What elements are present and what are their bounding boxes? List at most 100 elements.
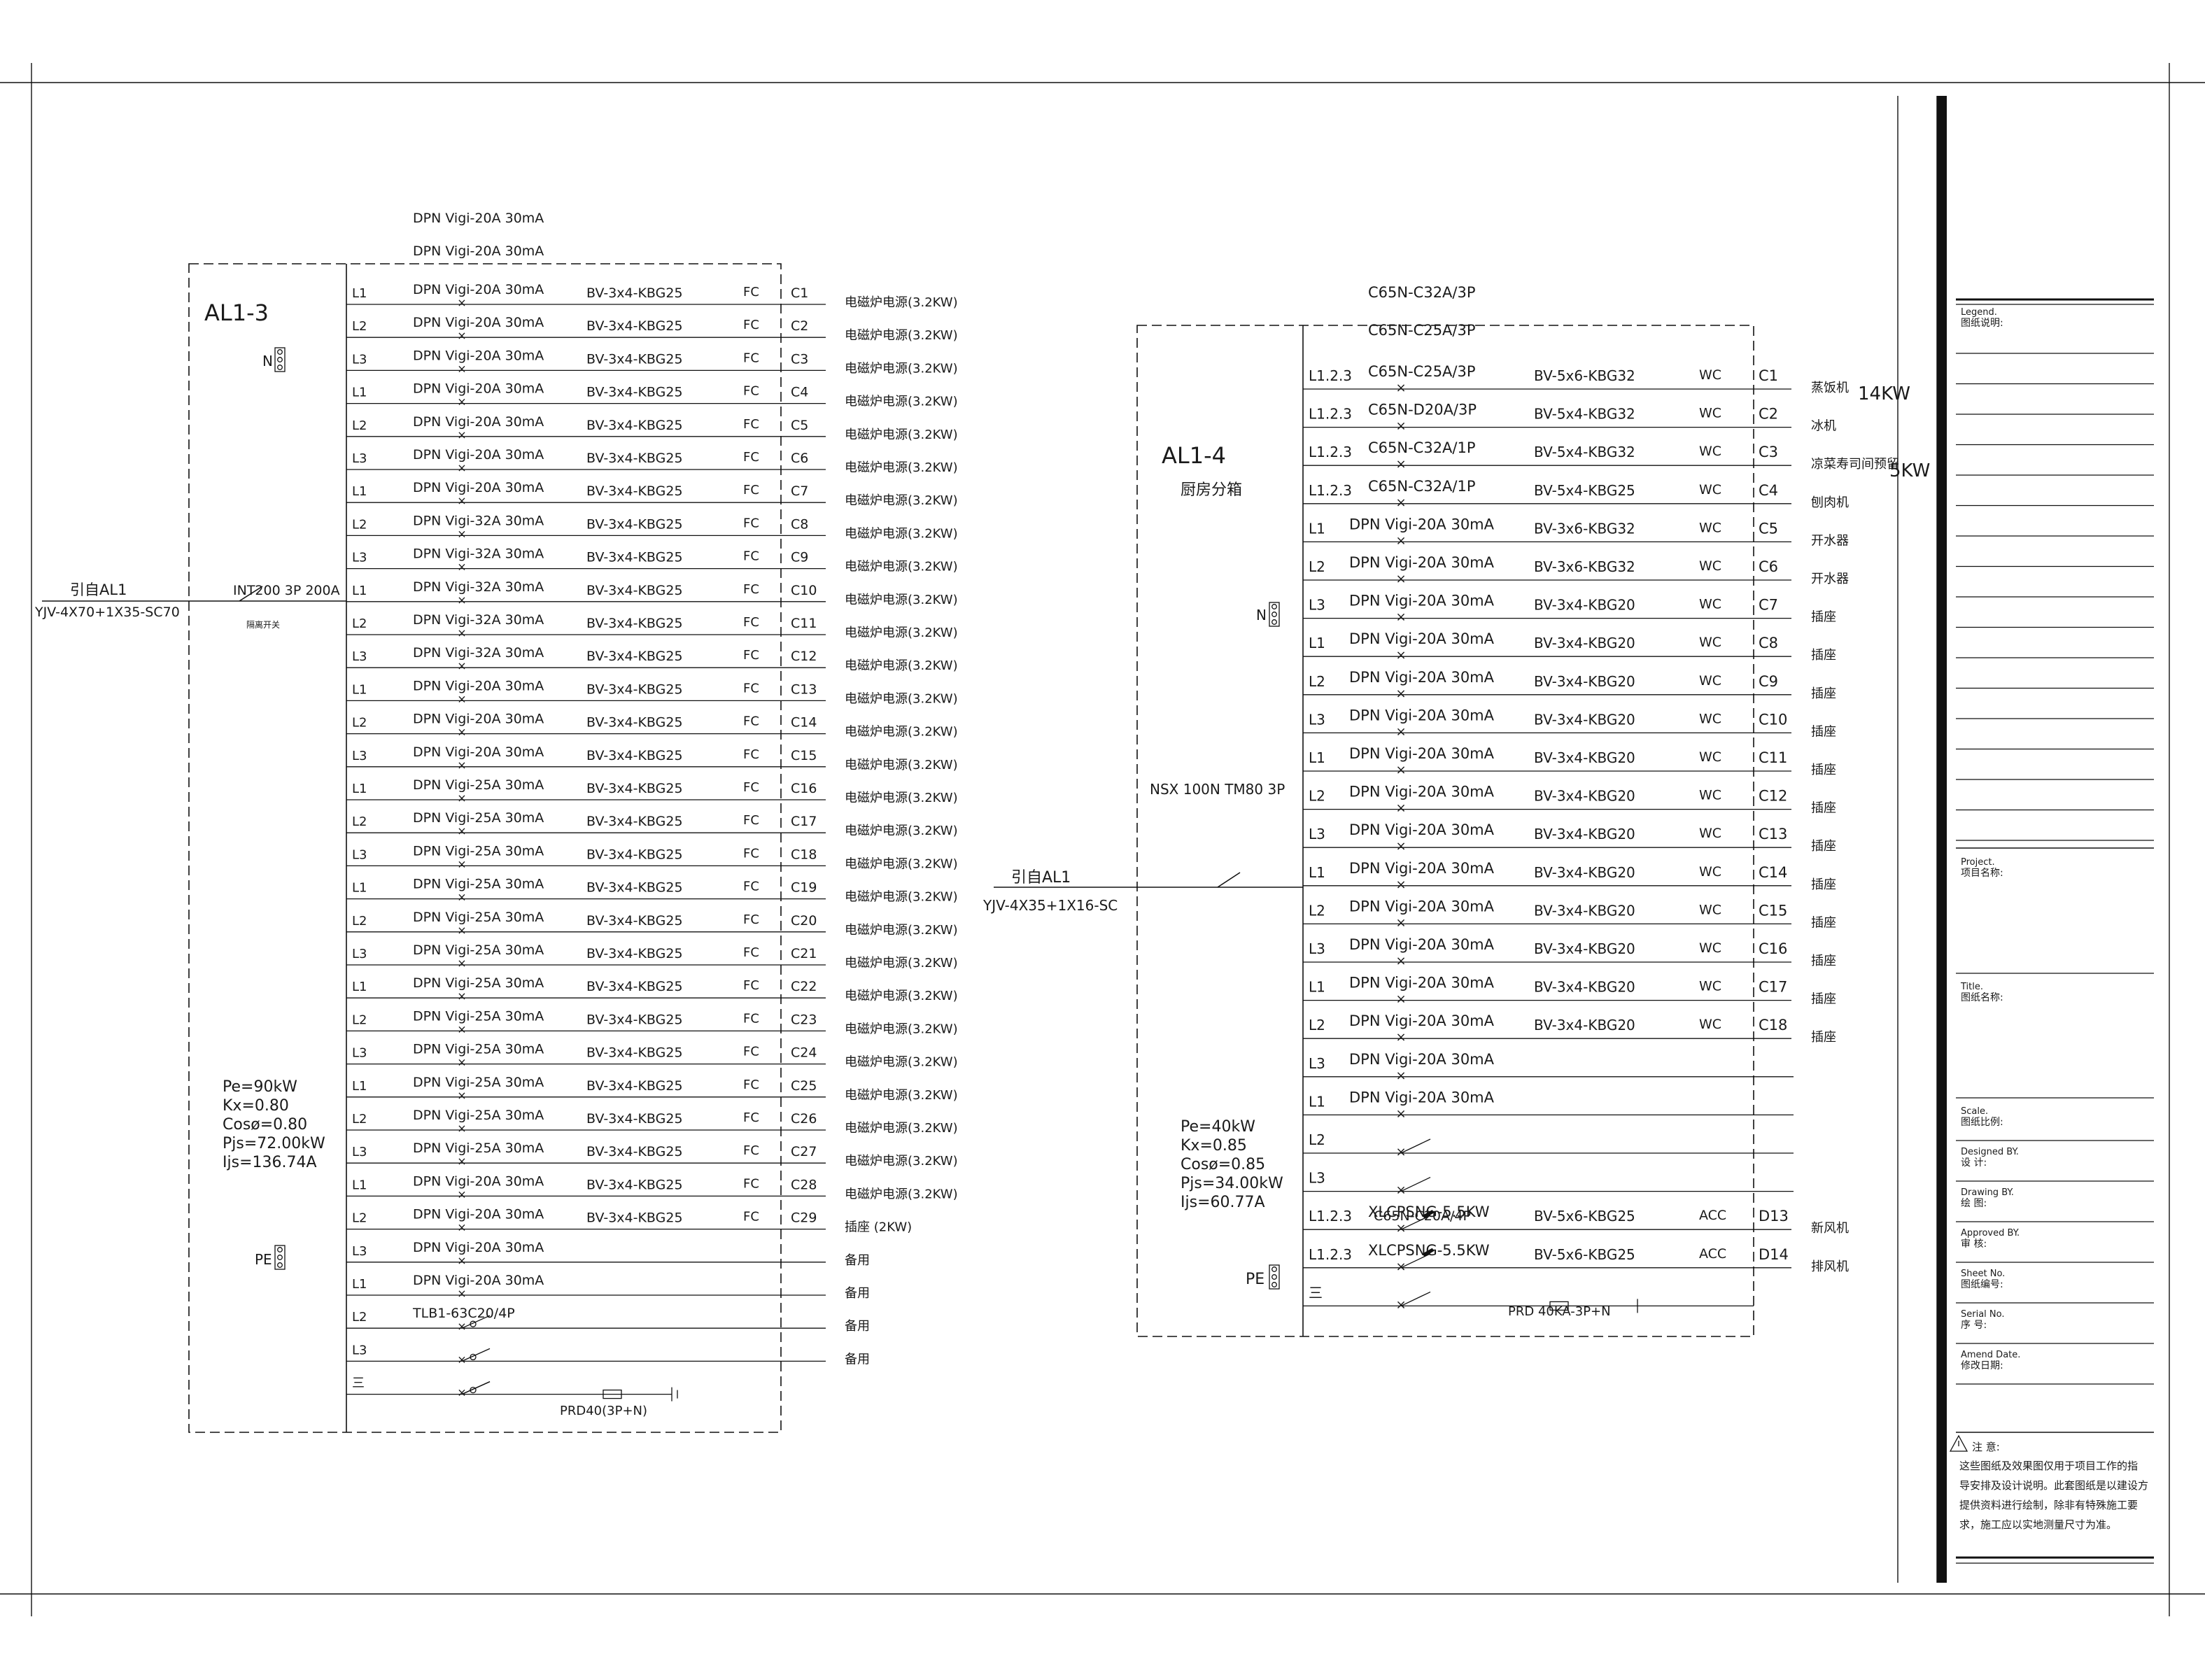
circuit-id: C28: [791, 1177, 817, 1192]
panel-b-top-label-1: C65N-C32A/3P: [1368, 284, 1476, 301]
laying-method: FC: [743, 880, 759, 894]
sheet-frame: [0, 63, 2205, 1616]
load-name: 电磁炉电源(3.2KW): [845, 758, 958, 772]
cable-spec: BV-3x6-KBG32: [1534, 520, 1635, 537]
phase-label: L1: [1309, 749, 1325, 766]
cable-spec: BV-3x4-KBG25: [586, 516, 683, 532]
load-name: 插座: [1811, 839, 1836, 854]
phase-label: L2: [1309, 558, 1325, 575]
phase-label: L1: [352, 584, 367, 598]
circuit-id: C14: [791, 715, 817, 730]
motor-starter-icon: [1422, 1210, 1435, 1219]
circuit-id: C26: [791, 1111, 817, 1127]
breaker-x-icon: ×: [457, 494, 466, 507]
circuit-id: C17: [791, 814, 817, 829]
note-heading: 注 意:: [1972, 1441, 2000, 1453]
breaker-label: DPN Vigi-20A 30mA: [413, 348, 544, 363]
phase-label: L1: [1309, 635, 1325, 651]
breaker-x-icon: ×: [1395, 1259, 1406, 1274]
breaker-label: DPN Vigi-32A 30mA: [413, 579, 544, 595]
panel-a-source: 引自AL1: [70, 581, 127, 598]
breaker-x-icon: ×: [457, 1022, 466, 1036]
phase-label: L1.2.3: [1309, 444, 1352, 460]
laying-method: WC: [1699, 902, 1721, 917]
panel-a-load-summary: Pe=90kW Kx=0.80 Cosø=0.80 Pjs=72.00kW Ij…: [223, 1078, 325, 1171]
breaker-label: DPN Vigi-20A 30mA: [1349, 975, 1495, 991]
breaker-x-icon: ×: [457, 1089, 466, 1102]
phase-label: L2: [1309, 1017, 1325, 1033]
circuit-id: C29: [791, 1210, 817, 1226]
panel-b-pe-label: PE: [1246, 1271, 1264, 1288]
circuit-id: C12: [791, 649, 817, 664]
load-name: 插座: [1811, 801, 1836, 816]
panel-b-source: 引自AL1: [1011, 869, 1071, 887]
phase-label: L1: [352, 1178, 367, 1192]
circuit-id: C27: [791, 1144, 817, 1159]
panel-a-pe-terminal-icon: [274, 1245, 286, 1270]
load-name: 插座: [1811, 1030, 1836, 1045]
circuit-id: C20: [791, 913, 817, 929]
cable-spec: BV-3x4-KBG25: [586, 418, 683, 433]
breaker-x-icon: ×: [1395, 1297, 1406, 1312]
breaker-label: DPN Vigi-20A 30mA: [1349, 784, 1495, 800]
load-name: 排风机: [1811, 1259, 1849, 1274]
panel-b-main-breaker: NSX 100N TM80 3P: [1150, 781, 1285, 798]
cable-spec: BV-5x4-KBG32: [1534, 406, 1635, 423]
panel-b-n-terminal-icon: [1269, 602, 1280, 627]
cable-spec: BV-3x4-KBG20: [1534, 635, 1635, 651]
laying-method: FC: [743, 1110, 759, 1125]
breaker-label: DPN Vigi-20A 30mA: [1349, 1012, 1495, 1029]
breaker-x-icon: ×: [457, 1386, 466, 1399]
laying-method: FC: [743, 582, 759, 597]
load-name: 开水器: [1811, 533, 1849, 548]
title-block-field: Scale.图纸比例:: [1956, 1106, 2154, 1141]
circuit-id: C8: [791, 516, 808, 532]
breaker-x-icon: ×: [457, 428, 466, 442]
cable-spec: BV-3x4-KBG25: [586, 483, 683, 499]
load-name: 插座: [1811, 992, 1836, 1007]
breaker-label: DPN Vigi-20A 30mA: [413, 447, 544, 463]
cable-spec: BV-3x4-KBG25: [586, 682, 683, 697]
note-line-1: 这些图纸及效果图仅用于项目工作的指: [1959, 1460, 2138, 1472]
cable-spec: BV-3x6-KBG32: [1534, 558, 1635, 575]
load-pe: Pe=90kW: [223, 1078, 297, 1096]
panel-b-spd: PRD 40KA-3P+N: [1508, 1304, 1611, 1319]
laying-method: FC: [743, 285, 759, 299]
breaker-label: DPN Vigi-25A 30mA: [413, 777, 544, 793]
breaker-x-icon: ×: [1395, 801, 1406, 816]
phase-label: L1.2.3: [1309, 482, 1352, 499]
load-name: 电磁炉电源(3.2KW): [845, 560, 958, 574]
circuit-id: C18: [791, 847, 817, 862]
load-name: 插座: [1811, 915, 1836, 930]
circuit-id: C14: [1759, 864, 1787, 881]
laying-method: FC: [743, 846, 759, 861]
panel-b-feeder-cable: YJV-4X35+1X16-SC: [982, 897, 1118, 914]
laying-method: WC: [1699, 749, 1721, 765]
breaker-label: DPN Vigi-25A 30mA: [413, 810, 544, 826]
phase-label: 三: [352, 1376, 365, 1391]
circuit-id: C5: [1759, 520, 1778, 537]
cable-spec: BV-3x4-KBG25: [586, 550, 683, 565]
cable-spec: BV-3x4-KBG20: [1534, 940, 1635, 957]
laying-method: FC: [743, 912, 759, 927]
field-label-en: Title.: [1960, 982, 1983, 992]
laying-method: FC: [743, 516, 759, 530]
load-name: 插座: [1811, 686, 1836, 701]
laying-method: FC: [743, 714, 759, 729]
circuit-id: C16: [791, 781, 817, 796]
phase-label: L2: [352, 1012, 367, 1027]
laying-method: ACC: [1699, 1246, 1726, 1262]
title-block-field: Designed BY.设 计:: [1956, 1147, 2154, 1182]
load-name: 插座: [1811, 763, 1836, 777]
circuit-id: C10: [791, 583, 817, 598]
phase-label: L1: [1309, 1093, 1325, 1110]
breaker-label: DPN Vigi-20A 30mA: [1349, 1051, 1495, 1068]
load-name: 插座: [1811, 724, 1836, 739]
field-label-cn: 审 核:: [1961, 1238, 1987, 1250]
